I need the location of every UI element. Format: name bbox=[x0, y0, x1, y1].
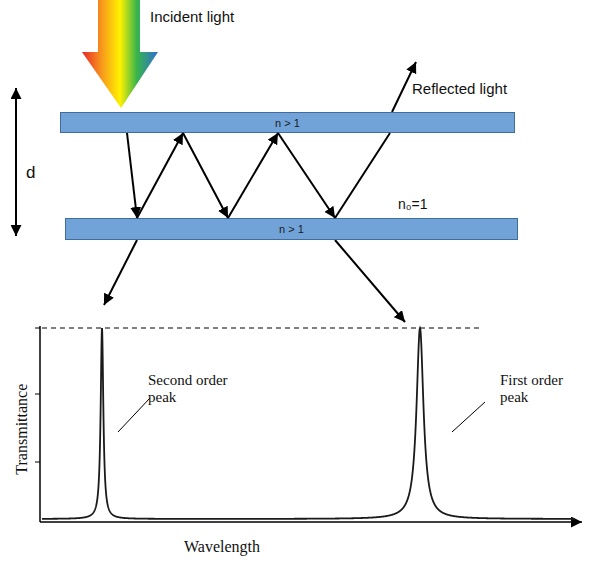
internal-ray bbox=[335, 133, 390, 218]
internal-ray bbox=[137, 133, 183, 218]
leader-line bbox=[452, 402, 485, 432]
gap-dimension-arrow bbox=[15, 88, 17, 236]
peak-label: First order peak bbox=[500, 372, 582, 407]
axis-tick bbox=[35, 462, 40, 463]
glass-plate: n > 1 bbox=[65, 218, 518, 240]
axis-tick bbox=[35, 394, 40, 395]
transmittance-curve bbox=[42, 328, 575, 519]
internal-ray bbox=[228, 133, 278, 218]
internal-ray bbox=[278, 133, 335, 218]
medium-index-label: n₀=1 bbox=[398, 196, 458, 212]
internal-ray bbox=[127, 133, 137, 218]
axis-title: Transmittance bbox=[13, 369, 31, 489]
axis-title: Wavelength bbox=[184, 538, 304, 556]
axis-tick bbox=[35, 328, 40, 329]
transmitted-ray bbox=[104, 240, 137, 305]
incident-arrow bbox=[82, 0, 158, 108]
x-axis bbox=[40, 521, 582, 523]
refractive-index: n > 1 bbox=[275, 117, 300, 129]
y-axis bbox=[39, 326, 41, 522]
reflected-label: Reflected light bbox=[412, 80, 542, 97]
glass-plate: n > 1 bbox=[60, 112, 515, 133]
refractive-index: n > 1 bbox=[279, 223, 304, 235]
incident-label: Incident light bbox=[150, 8, 280, 25]
max-transmittance-line bbox=[42, 328, 480, 329]
leader-line bbox=[118, 398, 150, 432]
internal-ray bbox=[183, 133, 228, 218]
peak-label: Second order peak bbox=[148, 372, 244, 407]
gap-label: d bbox=[26, 163, 46, 183]
transmitted-ray bbox=[335, 240, 405, 322]
